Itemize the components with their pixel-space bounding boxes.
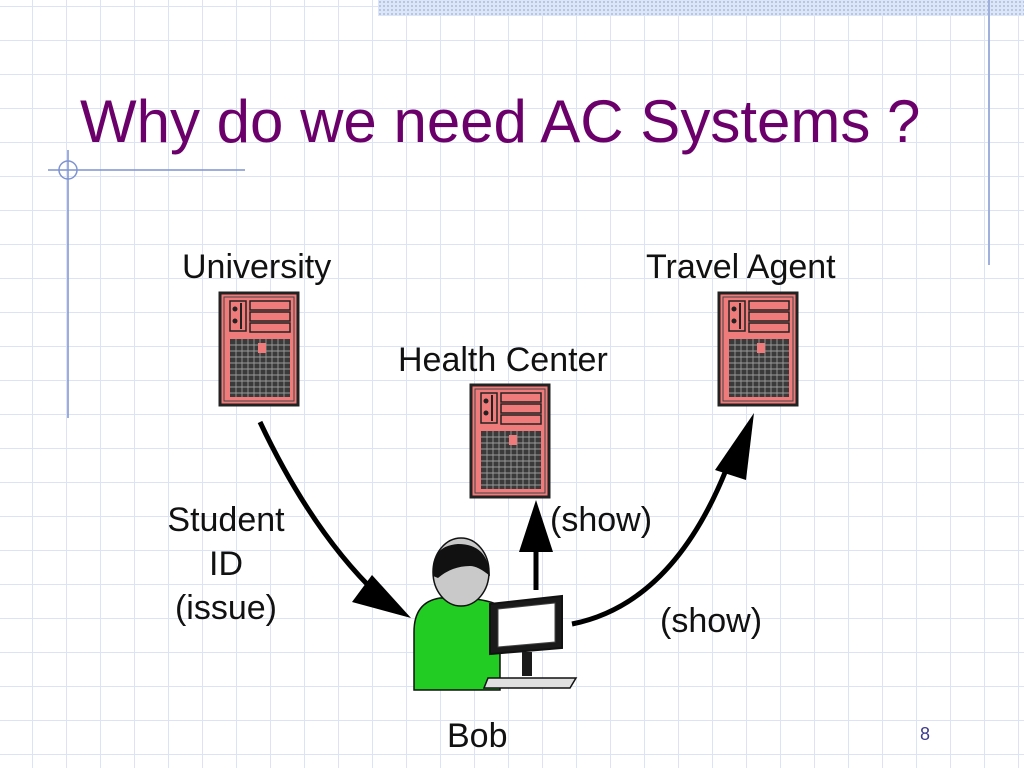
issue-label-line1: Student xyxy=(167,501,285,539)
university-label: University xyxy=(182,248,332,286)
title-underline-decoration xyxy=(48,150,245,418)
right-decorative-rule xyxy=(988,0,990,265)
issue-arrow-head xyxy=(352,575,411,618)
bob-label: Bob xyxy=(447,717,508,755)
travel-agent-label: Travel Agent xyxy=(646,248,836,286)
health-center-server-icon xyxy=(469,383,551,499)
show-travel-label: (show) xyxy=(660,602,763,640)
show-health-label: (show) xyxy=(550,501,653,539)
computer-icon xyxy=(482,594,578,689)
slide-title: Why do we need AC Systems ? xyxy=(80,88,921,155)
user-icon xyxy=(413,537,501,691)
show-travel-arrow xyxy=(571,469,729,627)
show-travel-arrow-head xyxy=(715,413,754,480)
issue-label-line3: (issue) xyxy=(174,589,278,627)
university-server-icon xyxy=(218,291,300,407)
health-center-label: Health Center xyxy=(398,341,608,379)
page-number: 8 xyxy=(920,724,931,744)
top-decorative-band xyxy=(378,0,1024,16)
travel-agent-server-icon xyxy=(717,291,799,407)
issue-label-line2: ID xyxy=(209,545,243,583)
issue-arrow xyxy=(257,420,380,597)
show-health-arrow-head xyxy=(519,500,553,552)
